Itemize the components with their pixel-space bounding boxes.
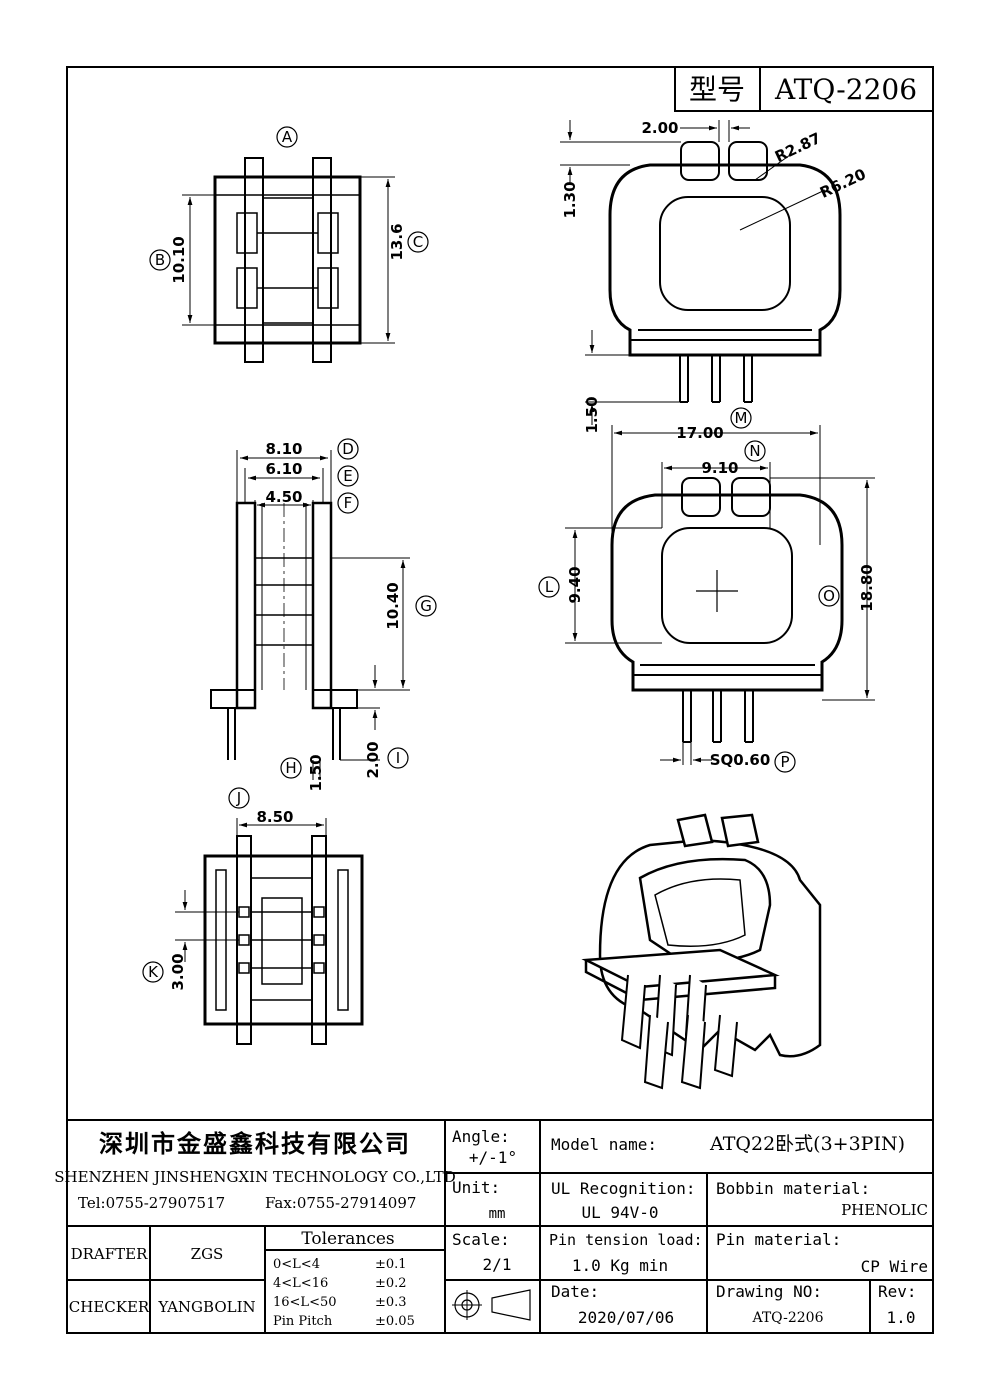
- label-i: I: [396, 749, 400, 767]
- label-c: C: [413, 233, 423, 251]
- label-k: K: [148, 963, 159, 981]
- front-view: [560, 120, 842, 425]
- label-l: L: [545, 578, 554, 596]
- side-view: [210, 450, 410, 780]
- unit-value: mm: [489, 1206, 506, 1222]
- tolerance-range-2: 4<L<16: [273, 1276, 328, 1291]
- label-e: E: [343, 467, 352, 485]
- ul-recognition-value: UL 94V-0: [581, 1203, 658, 1222]
- angle-value: +/-1°: [469, 1148, 517, 1167]
- company-name-en: SHENZHEN JINSHENGXIN TECHNOLOGY CO.,LTD: [54, 1168, 456, 1186]
- drafter-value: ZGS: [191, 1245, 224, 1263]
- rev-value: 1.0: [887, 1308, 916, 1327]
- front-view-2-labels: 17.00 M 9.10 N L 9.40 O 18.80 SQ0.60 P: [538, 407, 876, 773]
- bobbin-material-label: Bobbin material:: [716, 1179, 870, 1198]
- pin-tension-label: Pin tension load:: [549, 1231, 703, 1249]
- company-tel: Tel:0755-27907517: [78, 1194, 225, 1212]
- label-p: P: [780, 753, 789, 771]
- tolerance-value-2: ±0.2: [375, 1276, 407, 1291]
- label-b: B: [155, 251, 165, 269]
- isometric-view: [581, 813, 822, 1090]
- dim-j: 8.50: [256, 808, 293, 826]
- pin-material-value: CP Wire: [861, 1257, 928, 1276]
- type-label: 型号: [689, 73, 745, 106]
- dim-l: 9.40: [566, 566, 584, 603]
- date-value: 2020/07/06: [578, 1308, 674, 1327]
- dim-d: 8.10: [265, 440, 302, 458]
- dim-g: 10.40: [384, 582, 402, 629]
- model-name-value: ATQ22卧式(3+3PIN): [709, 1133, 905, 1155]
- bottom-view-labels: J 8.50 K 3.00: [142, 787, 294, 991]
- bobbin-material-value: PHENOLIC: [841, 1201, 928, 1219]
- tolerances-title: Tolerances: [301, 1229, 394, 1249]
- dim-p: SQ0.60: [710, 751, 771, 769]
- dim-slot: 2.00: [641, 119, 678, 137]
- label-n: N: [749, 442, 760, 460]
- label-m: M: [735, 409, 748, 427]
- sheet-border: [66, 66, 934, 1334]
- dim-o: 18.80: [858, 564, 876, 611]
- drafter-label: DRAFTER: [71, 1245, 149, 1263]
- part-number: ATQ-2206: [774, 73, 917, 106]
- title-block: [67, 1119, 933, 1333]
- side-view-labels: 8.10 D 6.10 E 4.50 F 10.40 G H 1.50 2.00…: [265, 438, 437, 792]
- label-g: G: [420, 597, 432, 615]
- scale-value: 2/1: [483, 1255, 512, 1274]
- dim-h: 1.50: [307, 754, 325, 791]
- dim-h2: 1.50: [583, 396, 601, 433]
- dim-r1: R2.87: [772, 129, 824, 166]
- scale-label: Scale:: [452, 1230, 510, 1249]
- dim-n: 9.10: [701, 459, 738, 477]
- angle-label: Angle:: [452, 1127, 510, 1146]
- front-view-2: [565, 425, 875, 765]
- tolerance-value-4: ±0.05: [375, 1314, 415, 1329]
- rev-label: Rev:: [878, 1282, 917, 1301]
- dim-f: 4.50: [265, 488, 302, 506]
- title-block-text: 深圳市金盛鑫科技有限公司 SHENZHEN JINSHENGXIN TECHNO…: [54, 1127, 928, 1329]
- pin-tension-value: 1.0 Kg min: [572, 1256, 668, 1275]
- dim-e: 6.10: [265, 460, 302, 478]
- unit-label: Unit:: [452, 1178, 500, 1197]
- label-d: D: [342, 440, 354, 458]
- dim-b: 10.10: [170, 236, 188, 283]
- dim-m: 17.00: [676, 424, 723, 442]
- drawing-no-label: Drawing NO:: [716, 1282, 822, 1301]
- dim-r2: R6.20: [817, 165, 869, 202]
- tolerance-value-3: ±0.3: [375, 1295, 407, 1310]
- pin-material-label: Pin material:: [716, 1230, 841, 1249]
- top-view: [182, 157, 395, 363]
- tolerance-range-3: 16<L<50: [273, 1295, 337, 1310]
- label-h: H: [285, 759, 296, 777]
- drawing-no-value: ATQ-2206: [751, 1310, 823, 1326]
- company-fax: Fax:0755-27914097: [265, 1194, 416, 1212]
- dim-h1: 1.30: [561, 181, 579, 218]
- model-name-label: Model name:: [551, 1135, 657, 1154]
- ul-recognition-label: UL Recognition:: [551, 1179, 696, 1198]
- tolerance-range-1: 0<L<4: [273, 1257, 320, 1272]
- tolerance-range-4: Pin Pitch: [273, 1314, 333, 1329]
- date-label: Date:: [551, 1282, 599, 1301]
- tolerance-value-1: ±0.1: [375, 1257, 407, 1272]
- dim-k: 3.00: [169, 953, 187, 990]
- label-j: J: [236, 789, 241, 807]
- top-view-labels: A B 10.10 C 13.6: [149, 126, 429, 284]
- part-header: 型号 ATQ-2206: [674, 66, 934, 112]
- bottom-view: [175, 818, 364, 1045]
- dim-c: 13.6: [388, 223, 406, 260]
- label-o: O: [823, 587, 835, 605]
- label-f: F: [344, 494, 353, 512]
- label-a: A: [282, 128, 293, 146]
- checker-value: YANGBOLIN: [157, 1298, 255, 1316]
- checker-label: CHECKER: [69, 1298, 150, 1316]
- dim-i: 2.00: [364, 741, 382, 778]
- company-name-cn: 深圳市金盛鑫科技有限公司: [99, 1129, 411, 1158]
